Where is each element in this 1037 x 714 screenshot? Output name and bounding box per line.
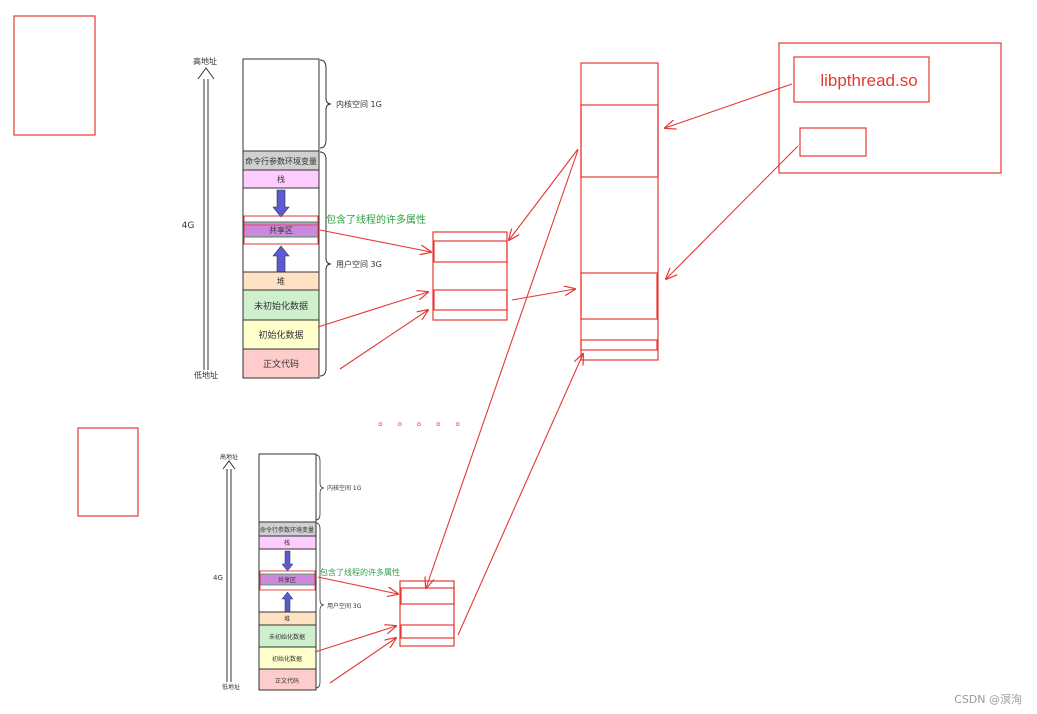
p2-axis-arrowhead (222, 460, 236, 470)
p1-kernel-label: 内核空间 1G (336, 99, 382, 109)
arrow-phys-to-p2-table (426, 149, 579, 588)
library-box: libpthread.so (778, 42, 1002, 174)
arrow-p1-shared-to-table (319, 229, 431, 252)
p1-seg-heap-label: 堆 (277, 276, 285, 286)
arrow-lib-to-phys-mid (666, 145, 799, 279)
p1-seg-stack-label: 栈 (277, 174, 285, 184)
ellipsis: 。 。 。 。 。 (378, 414, 469, 428)
p2-high-addr: 高地址 (220, 453, 238, 461)
p2-shared-highlight (259, 570, 316, 591)
arrow-table-to-phys (511, 289, 575, 301)
p1-kernel-brace (319, 59, 332, 149)
p1-seg-cmdline-label: 命令行参数环境变量 (245, 156, 317, 166)
process2-address-space: 高地址 低地址 4G 命令行参数环境变量 栈 共享区 堆 未初始化数据 初始化数… (213, 453, 400, 691)
p2-page-table (399, 580, 455, 647)
p2-seg-heap-label: 堆 (284, 615, 290, 623)
p2-kernel-brace (315, 454, 325, 521)
p1-axis-arrowhead (197, 67, 215, 80)
p1-seg-bss-label: 未初始化数据 (254, 300, 308, 312)
p1-seg-data-label: 初始化数据 (258, 329, 303, 341)
p1-seg-data (242, 319, 320, 350)
p1-shared-highlight (243, 215, 319, 245)
library-sub-box (799, 127, 867, 157)
task-box-1 (13, 15, 96, 136)
p1-total-label: 4G (182, 221, 195, 231)
libpthread-label: libpthread.so (820, 71, 917, 90)
p2-note: 包含了线程的许多属性 (320, 567, 400, 577)
process1-address-space: 高地址 低地址 4G 命令行参数环境变量 栈 共享区 堆 未初始化数据 初始化数… (182, 56, 426, 380)
p2-seg-stack-label: 栈 (284, 539, 290, 547)
p1-user-label: 用户空间 3G (336, 259, 382, 269)
p1-kernel-space (242, 58, 320, 152)
arrow-p2-table-to-phys (457, 354, 583, 636)
p2-low-addr: 低地址 (222, 683, 240, 691)
p2-total-label: 4G (213, 574, 223, 582)
arrow-p2-data-to-table (314, 626, 396, 653)
arrow-p2-text-to-table (329, 638, 396, 684)
p1-stack-grow-arrow (272, 189, 290, 218)
p2-seg-text (258, 668, 317, 691)
p2-seg-bss-label: 未初始化数据 (269, 633, 305, 641)
physical-memory (580, 62, 659, 361)
mapping-arrows (314, 83, 799, 684)
p1-high-addr: 高地址 (193, 56, 217, 66)
p1-note: 包含了线程的许多属性 (326, 213, 426, 226)
p1-page-table (432, 231, 508, 321)
watermark: CSDN @溟洵 (954, 692, 1022, 706)
libpthread-box (793, 56, 930, 103)
p1-user-brace (319, 151, 332, 377)
p2-stack-grow-arrow (281, 550, 294, 572)
arrow-p1-text-to-table (339, 310, 428, 370)
arrow-phys-to-p1-table (509, 148, 579, 240)
arrow-lib-to-phys-top (665, 83, 793, 128)
p2-user-brace (315, 522, 325, 689)
arrow-p2-shared-to-table (317, 576, 398, 594)
p1-seg-text (242, 348, 320, 379)
p2-user-label: 用户空间 3G (327, 602, 362, 610)
p2-seg-data-label: 初始化数据 (272, 655, 302, 663)
p1-seg-text-label: 正文代码 (263, 358, 299, 370)
p2-seg-cmdline-label: 命令行参数环境变量 (260, 526, 314, 534)
p2-seg-text-label: 正文代码 (275, 677, 299, 685)
p2-seg-shared-label: 共享区 (278, 576, 296, 584)
p2-kernel-space (258, 453, 317, 523)
task-box-2 (77, 427, 139, 517)
p1-seg-shared-label: 共享区 (269, 225, 293, 235)
p2-kernel-label: 内核空间 1G (327, 484, 362, 492)
p1-low-addr: 低地址 (194, 370, 218, 380)
arrow-p1-data-to-table (317, 292, 428, 328)
